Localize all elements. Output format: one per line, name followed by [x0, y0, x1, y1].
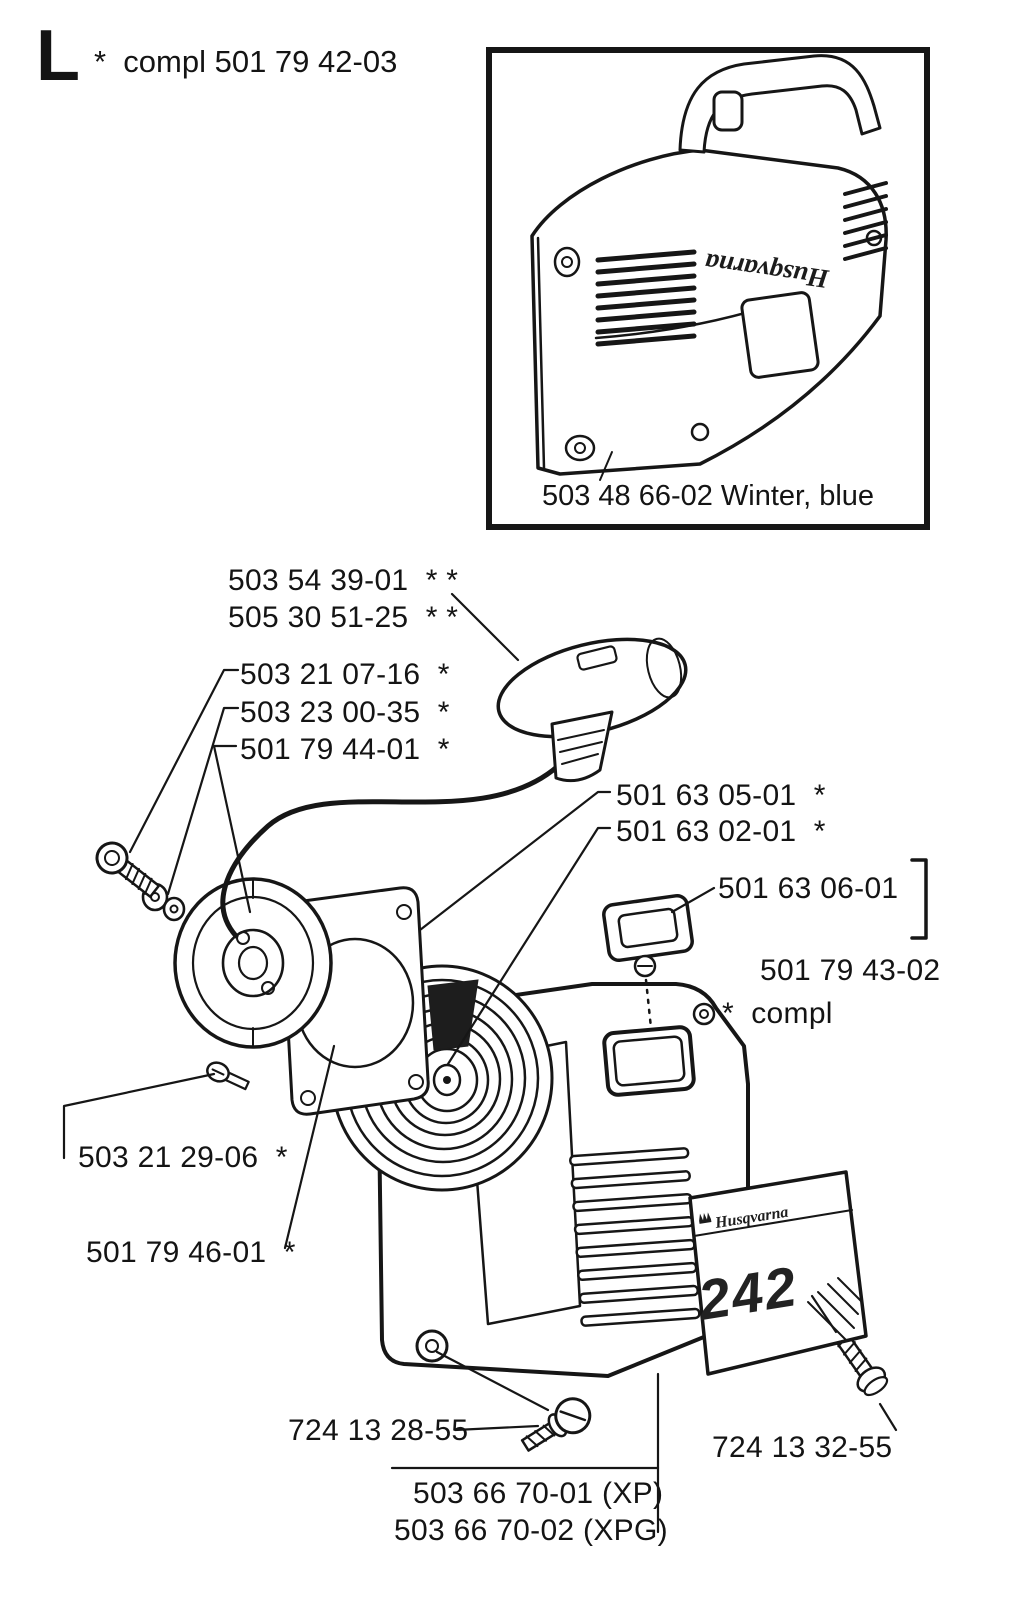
part-label-501-63-06-01: 501 63 06-01 — [718, 872, 899, 905]
inset-box-drawing: Husqvarna — [486, 47, 930, 530]
handle-insert-drawing — [602, 893, 694, 1030]
starter-handle-drawing — [496, 637, 688, 783]
part-label-501-79-44-01: 501 79 44-01 * — [240, 733, 450, 766]
part-label-compl-note: * compl — [722, 997, 833, 1030]
rope-pulley-drawing — [173, 877, 333, 1049]
leader-lines — [62, 592, 928, 1534]
part-label-503-66-70-01-xp: 503 66 70-01 (XP) — [413, 1477, 664, 1510]
part-label-501-63-02-01: 501 63 02-01 * — [616, 815, 826, 848]
starter-rope-drawing — [220, 763, 561, 939]
cover-plate-model-number: 242 — [693, 1254, 802, 1332]
washer-drawing — [141, 882, 186, 922]
part-label-503-54-39-01: 503 54 39-01 * * — [228, 564, 459, 597]
part-label-505-30-51-25: 505 30 51-25 * * — [228, 601, 459, 634]
screw-724-13-28-55-drawing — [520, 1397, 592, 1452]
cover-plate-hatching — [807, 1277, 863, 1341]
housing-screw-boss — [415, 1329, 449, 1363]
cover-vents-left — [595, 249, 697, 347]
part-label-503-21-07-16: 503 21 07-16 * — [240, 658, 450, 691]
part-label-501-63-05-01: 501 63 05-01 * — [616, 779, 826, 812]
screw-503-21-29-06-drawing — [206, 1061, 250, 1091]
spring-coil-shading — [427, 979, 479, 1051]
part-label-501-79-46-01: 501 79 46-01 * — [86, 1236, 296, 1269]
part-label-503-21-29-06: 503 21 29-06 * — [78, 1141, 288, 1174]
cover-plate-242-drawing: Husqvarna 242 — [688, 1170, 868, 1376]
husqvarna-crown-icon — [699, 1212, 712, 1224]
part-label-503-23-00-35: 503 23 00-35 * — [240, 696, 450, 729]
screw-503-21-07-16-drawing — [95, 841, 161, 899]
cover-vents-right — [843, 181, 888, 261]
housing-vents — [569, 1147, 701, 1327]
part-label-724-13-28-55: 724 13 28-55 — [288, 1414, 469, 1447]
part-label-724-13-32-55: 724 13 32-55 — [712, 1431, 893, 1464]
housing-insert-recess — [602, 1025, 696, 1097]
part-label-503-66-70-02-xpg: 503 66 70-02 (XPG) — [394, 1514, 668, 1547]
section-letter: L — [36, 16, 80, 96]
inset-caption: 503 48 66-02 Winter, blue — [541, 480, 875, 512]
part-label-501-79-43-02: 501 79 43-02 — [760, 954, 941, 987]
header-compl-note: * compl 501 79 42-03 — [94, 44, 398, 79]
